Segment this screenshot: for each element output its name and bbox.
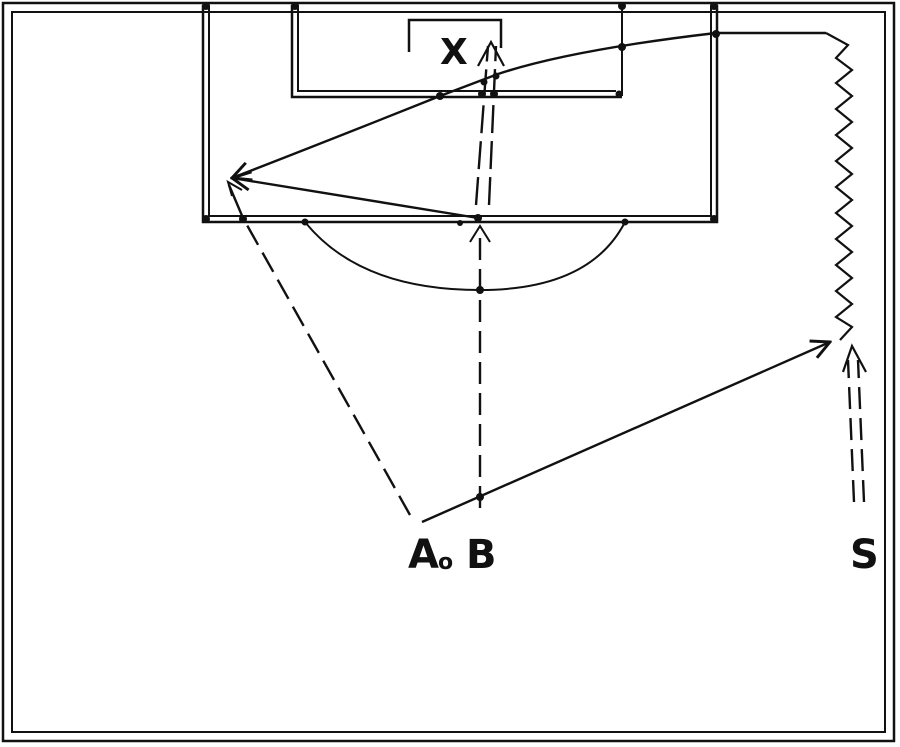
free-throw-arc — [304, 221, 626, 292]
path-junction-dot — [239, 215, 247, 223]
wide-pass-path — [232, 31, 826, 178]
lane-to-wing-pass — [232, 178, 479, 220]
cut-to-goal — [474, 39, 505, 206]
cutter-label: B — [466, 532, 497, 578]
defender-label: X — [440, 32, 468, 73]
shooter-label: S — [850, 532, 879, 578]
passer-marker: o — [438, 550, 453, 575]
path-junction-dot — [618, 43, 626, 51]
goal-frame — [407, 18, 503, 52]
path-junction-dot — [474, 214, 482, 222]
s-cut-path — [841, 343, 867, 503]
dribble-path — [825, 32, 854, 341]
path-junction-dot — [457, 220, 463, 226]
passer-label: A — [408, 532, 439, 578]
a-cut-path — [241, 217, 412, 516]
court-junctions — [202, 2, 718, 294]
a-cut-tail — [227, 184, 245, 219]
path-junction-dot — [436, 92, 444, 100]
path-junction-dot — [712, 30, 720, 38]
a-to-s-pass — [421, 342, 830, 524]
goal-area — [290, 5, 622, 99]
b-cut-arrowhead — [469, 224, 491, 243]
